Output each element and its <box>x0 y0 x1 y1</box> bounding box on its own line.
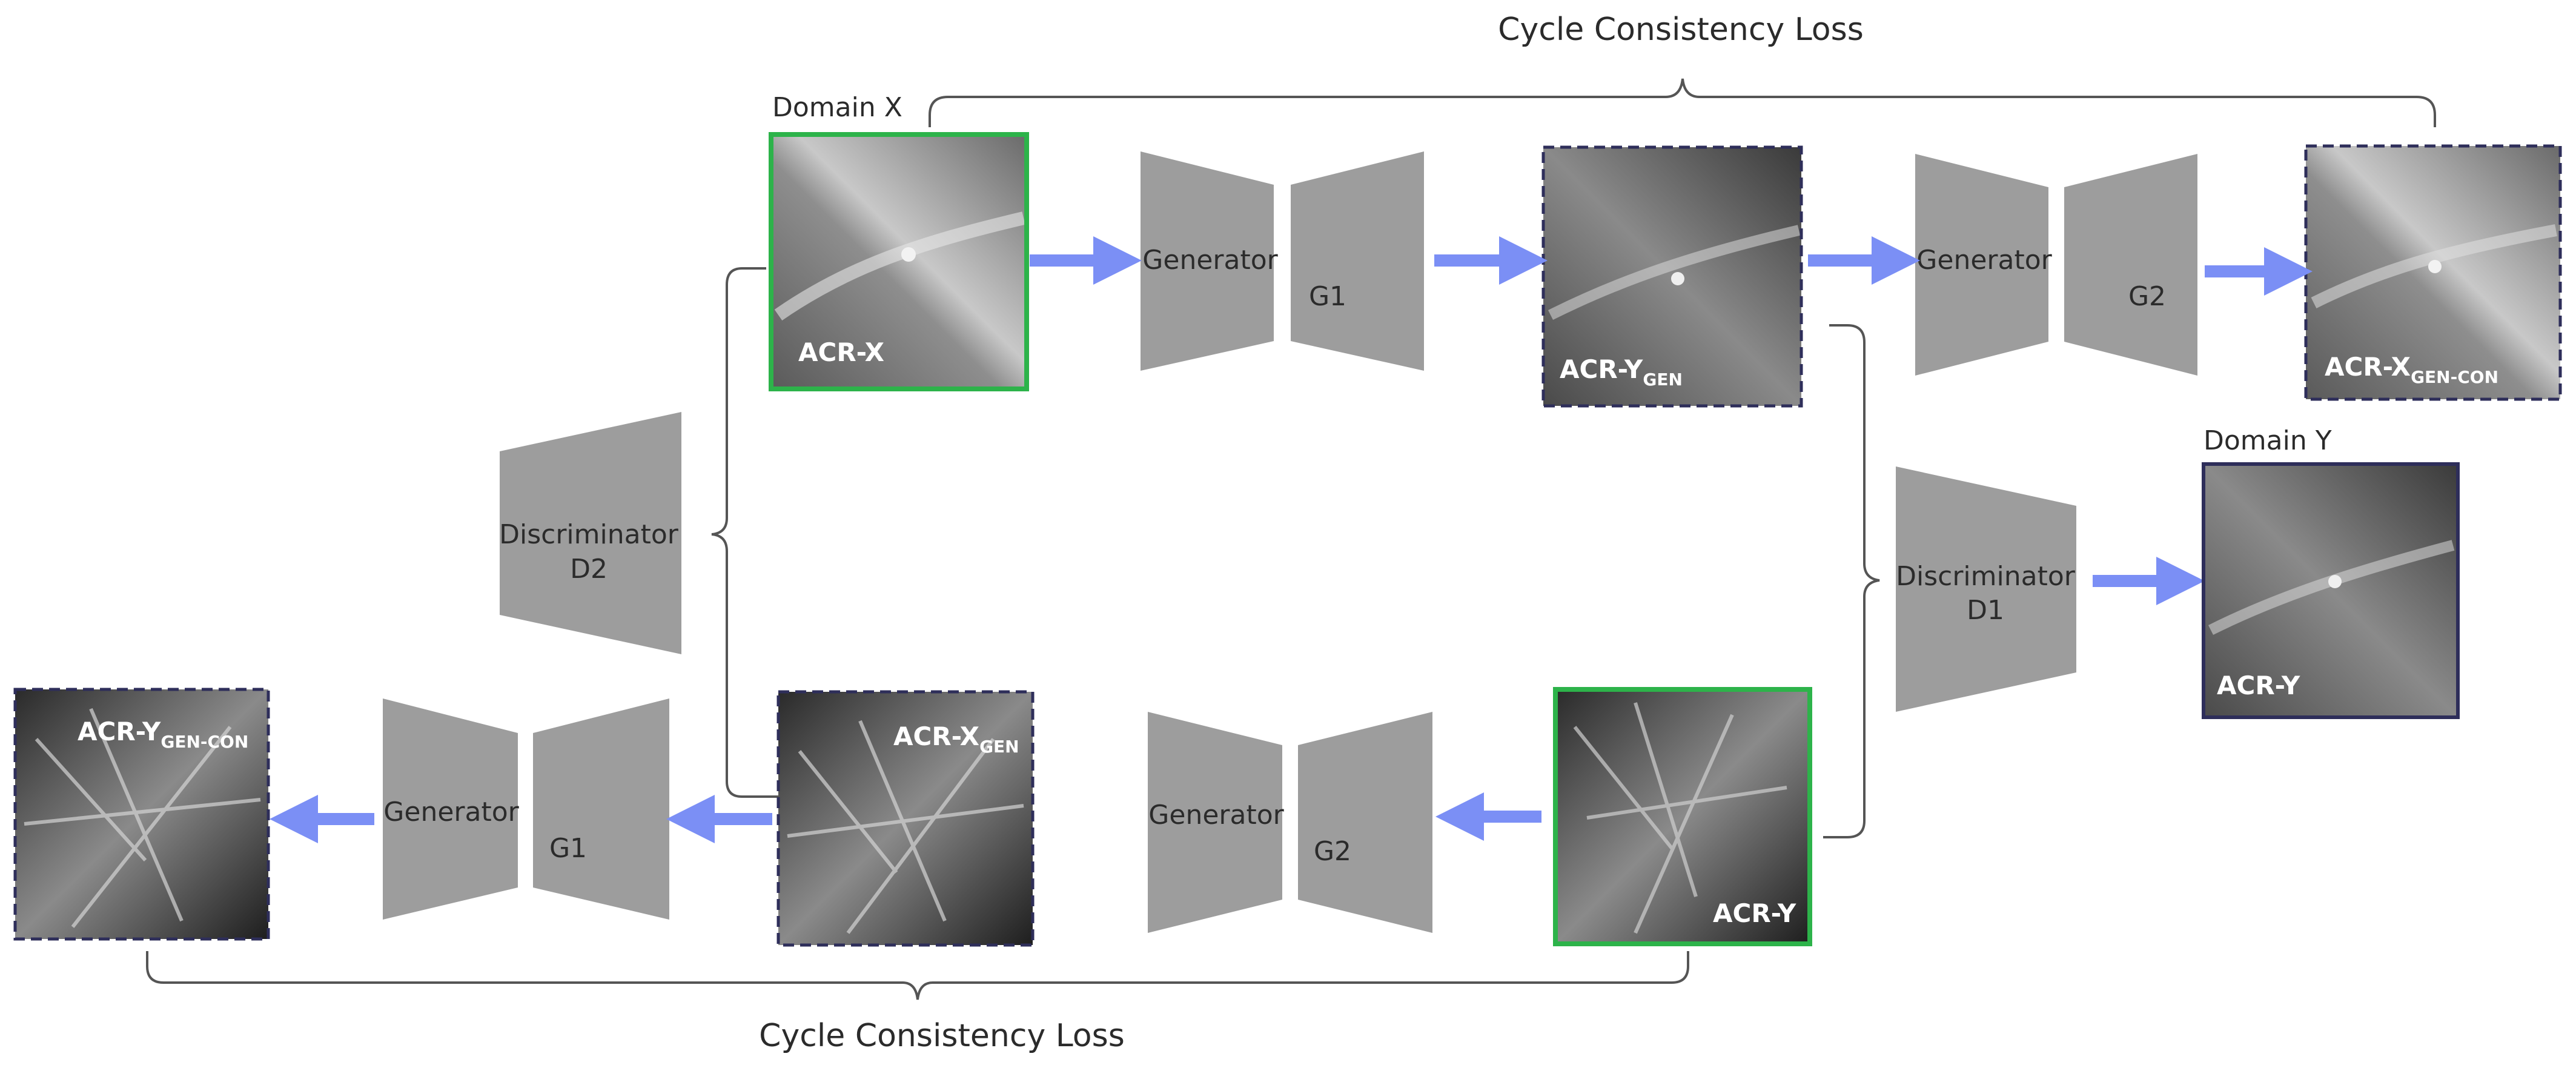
cycle-loss-bottom-brace <box>146 951 1689 1000</box>
acr-y-gen-con-label: ACR-YGEN-CON <box>78 717 248 752</box>
acr-x-gen-label: ACR-XGEN <box>893 722 1019 757</box>
generator-g1-bottom-right-label: G1 <box>549 833 587 864</box>
image-acr-y-gen-con: ACR-YGEN-CON <box>13 688 270 941</box>
generator-g2-top-left-label: Generator <box>1916 245 2052 276</box>
generator-g2-top: Generator G2 <box>1915 154 2197 376</box>
acr-x-gen-con-label: ACR-XGEN-CON <box>2325 352 2498 387</box>
acr-y-gen-label: ACR-YGEN <box>1560 354 1683 390</box>
discriminator-d1-label-2: D1 <box>1967 595 2004 626</box>
generator-g1-bottom: Generator G1 <box>383 698 669 920</box>
generator-g1-top: Generator G1 <box>1141 151 1424 371</box>
acr-y-domain-label: ACR-Y <box>2217 671 2300 700</box>
discriminator-d2-brace <box>711 267 778 798</box>
image-acr-y-real: ACR-Y <box>1553 687 1812 946</box>
acr-x-label: ACR-X <box>798 337 884 367</box>
image-acr-x: ACR-X <box>769 132 1029 391</box>
generator-g1-top-right-label: G1 <box>1309 281 1346 312</box>
discriminator-d2-label-1: Discriminator <box>499 519 679 550</box>
discriminator-d2-label-2: D2 <box>570 554 608 585</box>
generator-g2-bottom-right-label: G2 <box>1314 836 1351 867</box>
image-acr-y-domain: ACR-Y <box>2202 462 2460 719</box>
discriminator-d2: Discriminator D2 <box>499 412 681 654</box>
image-acr-y-gen: ACR-YGEN <box>1541 145 1803 408</box>
discriminator-d1: Discriminator D1 <box>1896 466 2076 712</box>
generator-g1-top-left-label: Generator <box>1142 245 1278 276</box>
generator-g2-bottom-left-label: Generator <box>1148 800 1284 831</box>
discriminator-d1-brace <box>1823 324 1880 838</box>
acr-y-real-label: ACR-Y <box>1713 898 1796 928</box>
generator-g1-bottom-left-label: Generator <box>383 797 519 828</box>
domain-x-label: Domain X <box>772 92 902 123</box>
generator-g2-bottom: Generator G2 <box>1148 712 1432 933</box>
image-acr-x-gen: ACR-XGEN <box>776 690 1035 947</box>
domain-y-label: Domain Y <box>2204 425 2332 456</box>
cycle-loss-top-brace <box>929 78 2436 127</box>
cycle-loss-bottom-label: Cycle Consistency Loss <box>759 1018 1125 1054</box>
cycle-loss-top-label: Cycle Consistency Loss <box>1498 12 1864 48</box>
generator-g2-top-right-label: G2 <box>2128 281 2166 312</box>
discriminator-d1-label-1: Discriminator <box>1896 561 2076 592</box>
image-acr-x-gen-con: ACR-XGEN-CON <box>2304 144 2562 401</box>
